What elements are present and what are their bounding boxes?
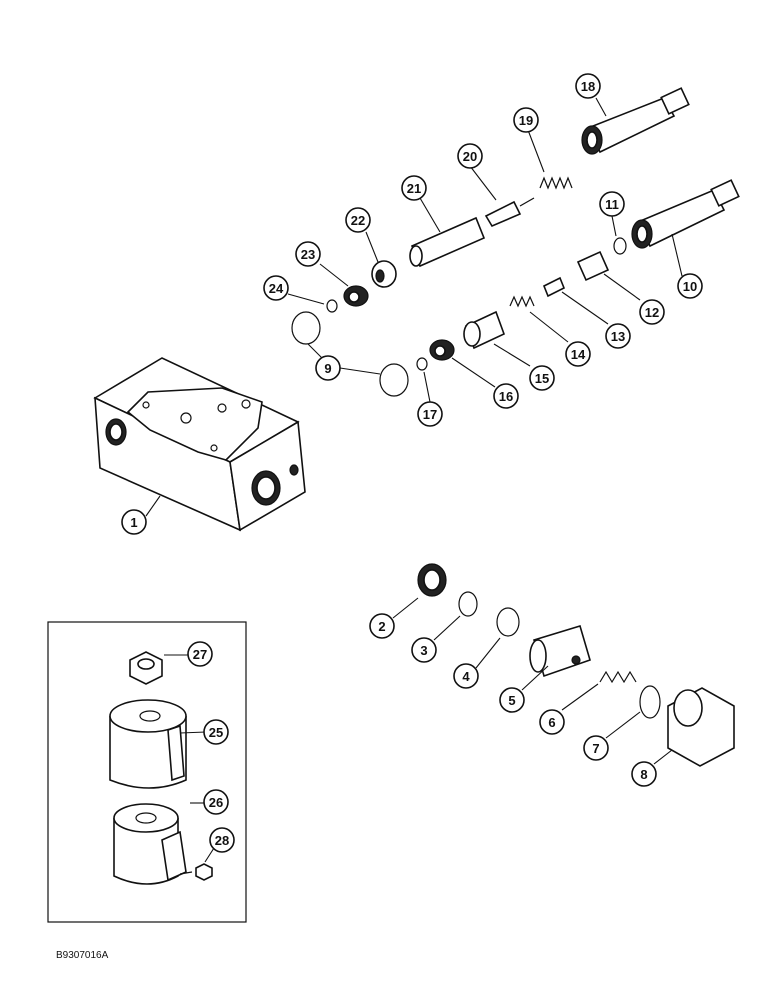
part-24-oring [326,299,338,313]
part-23-piston [343,285,369,307]
svg-text:4: 4 [462,669,470,684]
leader-lines [145,97,683,863]
svg-text:22: 22 [351,213,365,228]
svg-text:17: 17 [423,407,437,422]
part-13-pin [542,276,566,298]
part-9-oring-upper [291,311,321,345]
svg-text:6: 6 [548,715,555,730]
callout-7: 7 [583,735,609,761]
callout-22: 22 [345,207,371,233]
callout-9: 9 [315,355,341,381]
callout-1: 1 [121,509,147,535]
svg-text:26: 26 [209,795,223,810]
svg-text:25: 25 [209,725,223,740]
svg-text:2: 2 [378,619,385,634]
callout-20: 20 [457,143,483,169]
svg-text:23: 23 [301,247,315,262]
callout-15: 15 [529,365,555,391]
part-19-spring [539,176,573,190]
part-16-piston [429,339,455,361]
part-15-seat [463,310,506,350]
svg-text:21: 21 [407,181,421,196]
callout-4: 4 [453,663,479,689]
callout-10: 10 [677,273,703,299]
svg-text:5: 5 [508,693,515,708]
part-14-spring [509,295,535,308]
part-11-washer [613,237,627,255]
part-17-oring [416,357,428,371]
part-9-oring-lower [379,363,409,397]
svg-text:1: 1 [130,515,137,530]
figure-id: B9307016A [56,950,109,961]
part-2-seat [417,563,447,597]
svg-text:15: 15 [535,371,549,386]
part-12-plug [576,250,610,282]
callout-17: 17 [417,401,443,427]
callout-19: 19 [513,107,539,133]
callout-18: 18 [575,73,601,99]
callout-24: 24 [263,275,289,301]
svg-text:28: 28 [215,833,229,848]
svg-text:14: 14 [571,347,586,362]
callout-25: 25 [203,719,229,745]
callout-11: 11 [599,191,625,217]
svg-text:8: 8 [640,767,647,782]
part-20-poppet [484,197,535,228]
svg-text:24: 24 [269,281,284,296]
callout-21: 21 [401,175,427,201]
part-26-coil [113,803,193,885]
svg-text:18: 18 [581,79,595,94]
part-22-seat [371,260,397,288]
part-18-cartridge [581,87,690,155]
svg-text:27: 27 [193,647,207,662]
svg-text:19: 19 [519,113,533,128]
part-28-screw [195,863,213,881]
callout-8: 8 [631,761,657,787]
svg-text:16: 16 [499,389,513,404]
solenoid-inset-frame [47,621,247,923]
svg-text:3: 3 [420,643,427,658]
part-7-oring [639,685,661,719]
callout-6: 6 [539,709,565,735]
part-21-sleeve [409,216,486,268]
callout-26: 26 [203,789,229,815]
svg-text:13: 13 [611,329,625,344]
part-6-spring [599,670,637,684]
callout-16: 16 [493,383,519,409]
svg-text:10: 10 [683,279,697,294]
callout-28: 28 [209,827,235,853]
part-25-cover [109,699,187,789]
callout-2: 2 [369,613,395,639]
part-5-poppet [529,624,591,678]
callout-23: 23 [295,241,321,267]
svg-text:11: 11 [605,197,619,212]
part-8-plug [667,687,735,767]
valve-body [93,357,306,532]
callout-14: 14 [565,341,591,367]
svg-text:12: 12 [645,305,659,320]
svg-text:7: 7 [592,741,599,756]
callout-13: 13 [605,323,631,349]
svg-text:20: 20 [463,149,477,164]
svg-text:9: 9 [324,361,331,376]
callout-3: 3 [411,637,437,663]
part-27-nut [129,651,163,685]
part-4-oring [496,607,520,637]
callout-12: 12 [639,299,665,325]
callout-27: 27 [187,641,213,667]
callout-5: 5 [499,687,525,713]
part-10-cartridge [631,179,740,249]
part-3-oring [458,591,478,617]
